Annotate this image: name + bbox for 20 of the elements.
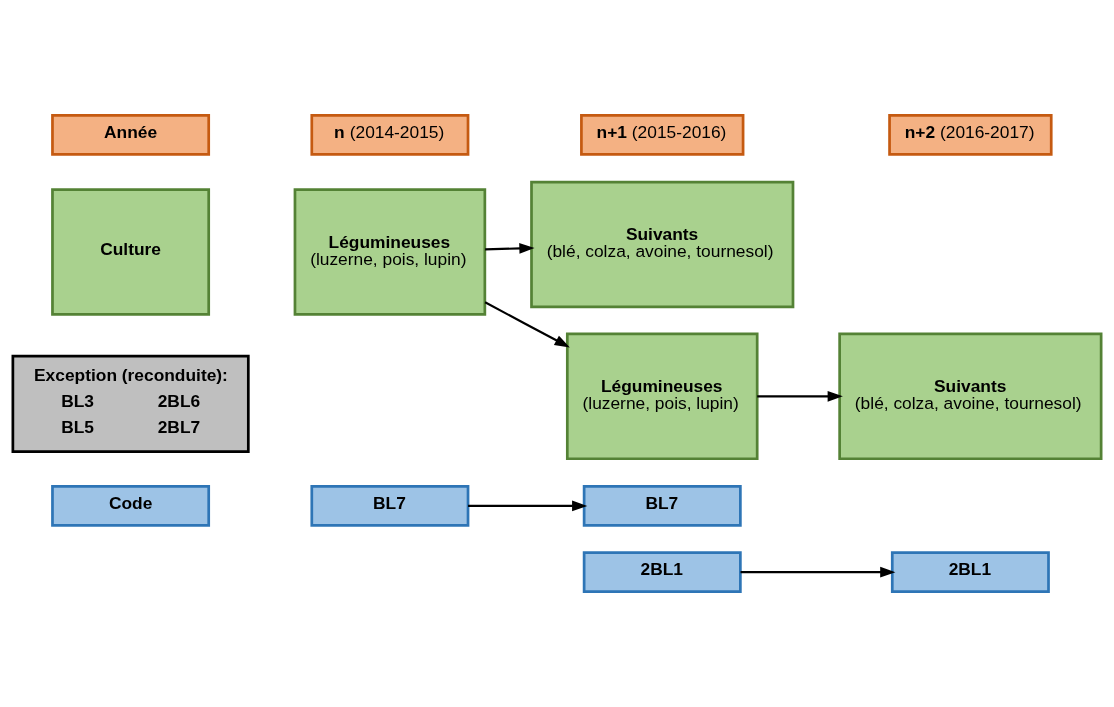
arrow — [485, 243, 535, 254]
node-box: n+1 (2015-2016) — [580, 114, 745, 156]
node-box: Suivants (blé, colza, avoine, tournesol) — [838, 332, 1103, 461]
node-box: n (2014-2015) — [310, 114, 470, 156]
node-box: Suivants (blé, colza, avoine, tournesol) — [530, 180, 795, 309]
arrow — [740, 566, 896, 578]
node-box: Année — [51, 114, 211, 156]
node-box: Légumineuses (luzerne, pois, lupin) — [293, 188, 487, 316]
arrow — [468, 500, 588, 512]
node-box: n+2 (2016-2017) — [888, 114, 1053, 156]
node-box: Exception (reconduite): BL3 2BL6 BL5 2BL7 — [11, 354, 250, 454]
node-box: 2BL1 — [890, 551, 1050, 593]
node-box: 2BL1 — [582, 551, 742, 593]
arrow — [484, 301, 570, 348]
node-box: BL7 — [310, 485, 470, 527]
node-box: BL7 — [582, 485, 742, 527]
node-box: Légumineuses (luzerne, pois, lupin) — [565, 332, 759, 461]
node-box: Code — [51, 485, 211, 527]
arrow — [757, 391, 843, 402]
node-box: Culture — [51, 188, 211, 316]
